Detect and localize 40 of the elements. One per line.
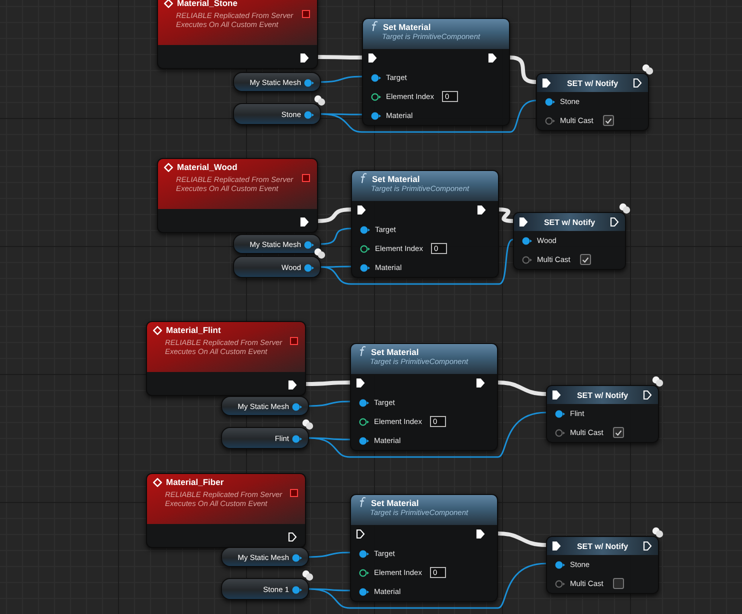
function-title: Set Material [372,174,420,184]
variable-node [221,396,309,416]
wire [498,208,514,223]
wire [308,562,546,609]
wire [321,266,351,268]
node-title: SET w/ Notify [566,78,618,88]
event-title: Material_Stone [177,0,238,8]
variable-node [233,234,321,254]
wire [306,380,350,386]
wire [498,532,546,547]
wire [320,100,536,133]
wire [308,412,546,458]
variable-node [221,547,309,567]
wire [320,76,362,83]
wire [510,56,536,84]
wire [498,380,546,396]
variable-node [233,72,321,92]
event-node [157,0,318,69]
wire [318,208,352,223]
event-node [146,473,306,548]
event-title: Material_Wood [177,162,238,172]
function-title: Set Material [371,498,419,508]
node-title: SET w/ Notify [544,218,596,226]
wire [320,228,352,245]
wire [308,400,350,407]
function-node [362,18,510,126]
wire [318,55,362,60]
wire [308,552,350,558]
event-title: Material_Fiber [166,477,224,487]
event-node [146,321,306,396]
function-title: Set Material [371,346,419,356]
event-title: Material_Flint [166,325,221,335]
node-title: SET w/ Notify [576,542,628,550]
node-title: SET w/ Notify [576,390,628,400]
function-node [350,494,498,602]
function-node [351,170,499,278]
event-node [157,158,318,233]
function-node [350,343,498,451]
wire [320,238,514,285]
function-title: Set Material [383,22,431,32]
